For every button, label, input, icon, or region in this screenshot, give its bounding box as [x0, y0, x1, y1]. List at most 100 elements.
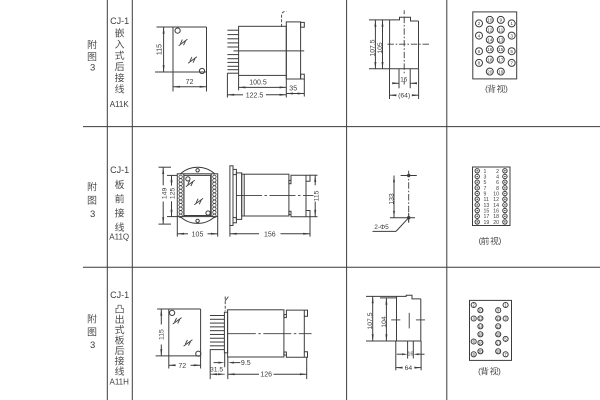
svg-text:72: 72 [178, 363, 186, 370]
svg-text:6: 6 [473, 339, 476, 344]
svg-text:64: 64 [405, 365, 413, 372]
svg-text:15: 15 [496, 332, 501, 337]
svg-text:13: 13 [498, 38, 504, 44]
svg-text:13: 13 [484, 203, 490, 209]
svg-text:35: 35 [289, 85, 297, 92]
svg-text:1: 1 [484, 169, 487, 175]
svg-text:): ) [499, 237, 502, 246]
svg-text:): ) [498, 367, 501, 376]
svg-text:8: 8 [478, 61, 481, 67]
svg-text:16: 16 [407, 352, 413, 358]
svg-text:107.5: 107.5 [370, 39, 377, 56]
svg-text:3: 3 [90, 63, 95, 74]
svg-text:2-Φ5: 2-Φ5 [374, 224, 389, 231]
svg-text:105: 105 [192, 231, 204, 238]
svg-text:31.5: 31.5 [210, 367, 223, 374]
svg-text:1: 1 [510, 21, 513, 27]
svg-text:11: 11 [484, 197, 489, 203]
svg-text:2: 2 [478, 21, 481, 27]
svg-text:5: 5 [510, 49, 513, 55]
svg-text:107.5: 107.5 [367, 312, 374, 329]
svg-text:CJ-1: CJ-1 [110, 290, 129, 300]
svg-text:18: 18 [487, 57, 493, 63]
svg-text:10: 10 [493, 192, 499, 198]
svg-text:17: 17 [498, 57, 504, 63]
svg-text:3: 3 [90, 340, 95, 351]
svg-text:13: 13 [496, 324, 501, 329]
svg-text:3: 3 [484, 174, 487, 180]
svg-text:104: 104 [381, 316, 388, 328]
svg-text:A11Q: A11Q [109, 233, 129, 242]
svg-text:(: ( [485, 85, 488, 94]
svg-text:14: 14 [478, 324, 483, 329]
svg-text:5: 5 [504, 336, 507, 341]
svg-text:19: 19 [496, 349, 501, 354]
svg-text:122.5: 122.5 [246, 92, 264, 99]
svg-text:8: 8 [473, 352, 476, 357]
svg-text:15: 15 [498, 47, 504, 53]
svg-text:17: 17 [484, 214, 490, 220]
svg-text:12: 12 [493, 197, 499, 203]
svg-text:16: 16 [493, 209, 499, 215]
svg-text:A11K: A11K [110, 100, 130, 109]
svg-text:CJ-1: CJ-1 [110, 165, 129, 175]
svg-text:6: 6 [478, 49, 481, 55]
svg-text:16: 16 [487, 47, 493, 53]
svg-text:105: 105 [377, 42, 384, 54]
svg-text:11: 11 [496, 316, 501, 321]
svg-text:5: 5 [484, 180, 487, 186]
svg-text:4: 4 [473, 316, 476, 321]
svg-text:100.5: 100.5 [249, 79, 267, 86]
svg-text:156: 156 [264, 231, 276, 238]
svg-text:15: 15 [484, 209, 490, 215]
svg-text:A11H: A11H [109, 378, 129, 387]
svg-text:2: 2 [473, 303, 476, 308]
svg-text:20: 20 [493, 220, 499, 226]
svg-text:9: 9 [484, 192, 487, 198]
svg-text:9: 9 [497, 308, 500, 313]
svg-text:125: 125 [170, 188, 177, 200]
svg-text:115: 115 [313, 190, 320, 201]
svg-text:149: 149 [161, 188, 168, 200]
svg-text:3: 3 [90, 209, 95, 220]
svg-text:10: 10 [478, 308, 483, 313]
svg-text:115: 115 [156, 44, 163, 55]
svg-text:19: 19 [498, 69, 504, 75]
svg-text:72: 72 [186, 79, 194, 86]
svg-text:8: 8 [496, 186, 499, 192]
svg-text:20: 20 [478, 349, 483, 354]
svg-text:14: 14 [493, 203, 499, 209]
svg-text:7: 7 [484, 186, 487, 192]
svg-text:11: 11 [498, 27, 503, 33]
svg-text:9: 9 [499, 18, 502, 24]
svg-text:(: ( [479, 237, 482, 246]
svg-text:3: 3 [510, 33, 513, 39]
svg-text:6: 6 [496, 180, 499, 186]
svg-text:16: 16 [400, 76, 408, 83]
svg-text:CJ-1: CJ-1 [110, 16, 129, 26]
svg-text:126: 126 [260, 372, 272, 379]
svg-text:7: 7 [510, 61, 513, 67]
svg-text:12: 12 [487, 27, 493, 33]
svg-text:4: 4 [478, 33, 481, 39]
svg-text:): ) [505, 85, 508, 94]
svg-text:2: 2 [496, 169, 499, 175]
svg-text:9.5: 9.5 [241, 360, 251, 367]
svg-text:1: 1 [504, 303, 507, 308]
svg-text:10: 10 [487, 18, 493, 24]
svg-text:12: 12 [478, 316, 483, 321]
svg-text:19: 19 [484, 220, 490, 226]
svg-text:133: 133 [388, 193, 395, 205]
svg-text:18: 18 [493, 214, 499, 220]
svg-text:17: 17 [496, 340, 501, 345]
svg-text:4: 4 [496, 174, 499, 180]
svg-text:14: 14 [487, 38, 493, 44]
svg-text:16: 16 [478, 332, 483, 337]
svg-text:(: ( [478, 367, 481, 376]
svg-text:7: 7 [504, 352, 507, 357]
svg-text:20: 20 [487, 69, 493, 75]
svg-text:115: 115 [158, 329, 165, 340]
svg-text:3: 3 [504, 316, 507, 321]
svg-text:(64): (64) [398, 93, 410, 100]
svg-text:18: 18 [478, 340, 483, 345]
